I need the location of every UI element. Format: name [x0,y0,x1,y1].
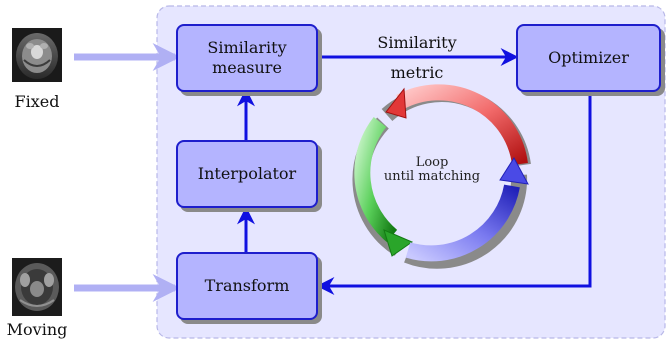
loop-arrow-green [354,117,398,243]
interpolator-box: Interpolator [176,140,318,208]
optimizer-to-transform-arrow [316,92,592,295]
fixed-label: Fixed [14,92,60,111]
edge-label-similarity: Similarity [377,33,457,52]
similarity-measure-box: Similarity measure [176,24,318,92]
moving-image [12,258,62,316]
transform-box: Transform [176,252,318,320]
interpolator-label: Interpolator [197,164,297,183]
transform-label: Transform [204,276,290,295]
similarity-measure-line1: Similarity [207,38,287,57]
loop-arrowhead-blue [499,157,529,185]
optimizer-box: Optimizer [516,24,661,92]
loop-arrow-red [396,84,528,166]
loop-label: Loop until matching [372,156,492,183]
fixed-image [12,28,62,82]
loop-arrowhead-green [383,229,414,257]
optimizer-label: Optimizer [548,48,629,67]
similarity-measure-line2: measure [212,58,282,77]
edge-label-metric: metric [390,63,444,82]
loop-cycle [352,84,531,269]
moving-label: Moving [6,320,68,339]
loop-arrow-blue [405,184,520,262]
loop-arrowhead-red [385,87,407,119]
loop-label-line2: until matching [383,168,481,184]
loop-label-line1: Loop [415,155,449,170]
